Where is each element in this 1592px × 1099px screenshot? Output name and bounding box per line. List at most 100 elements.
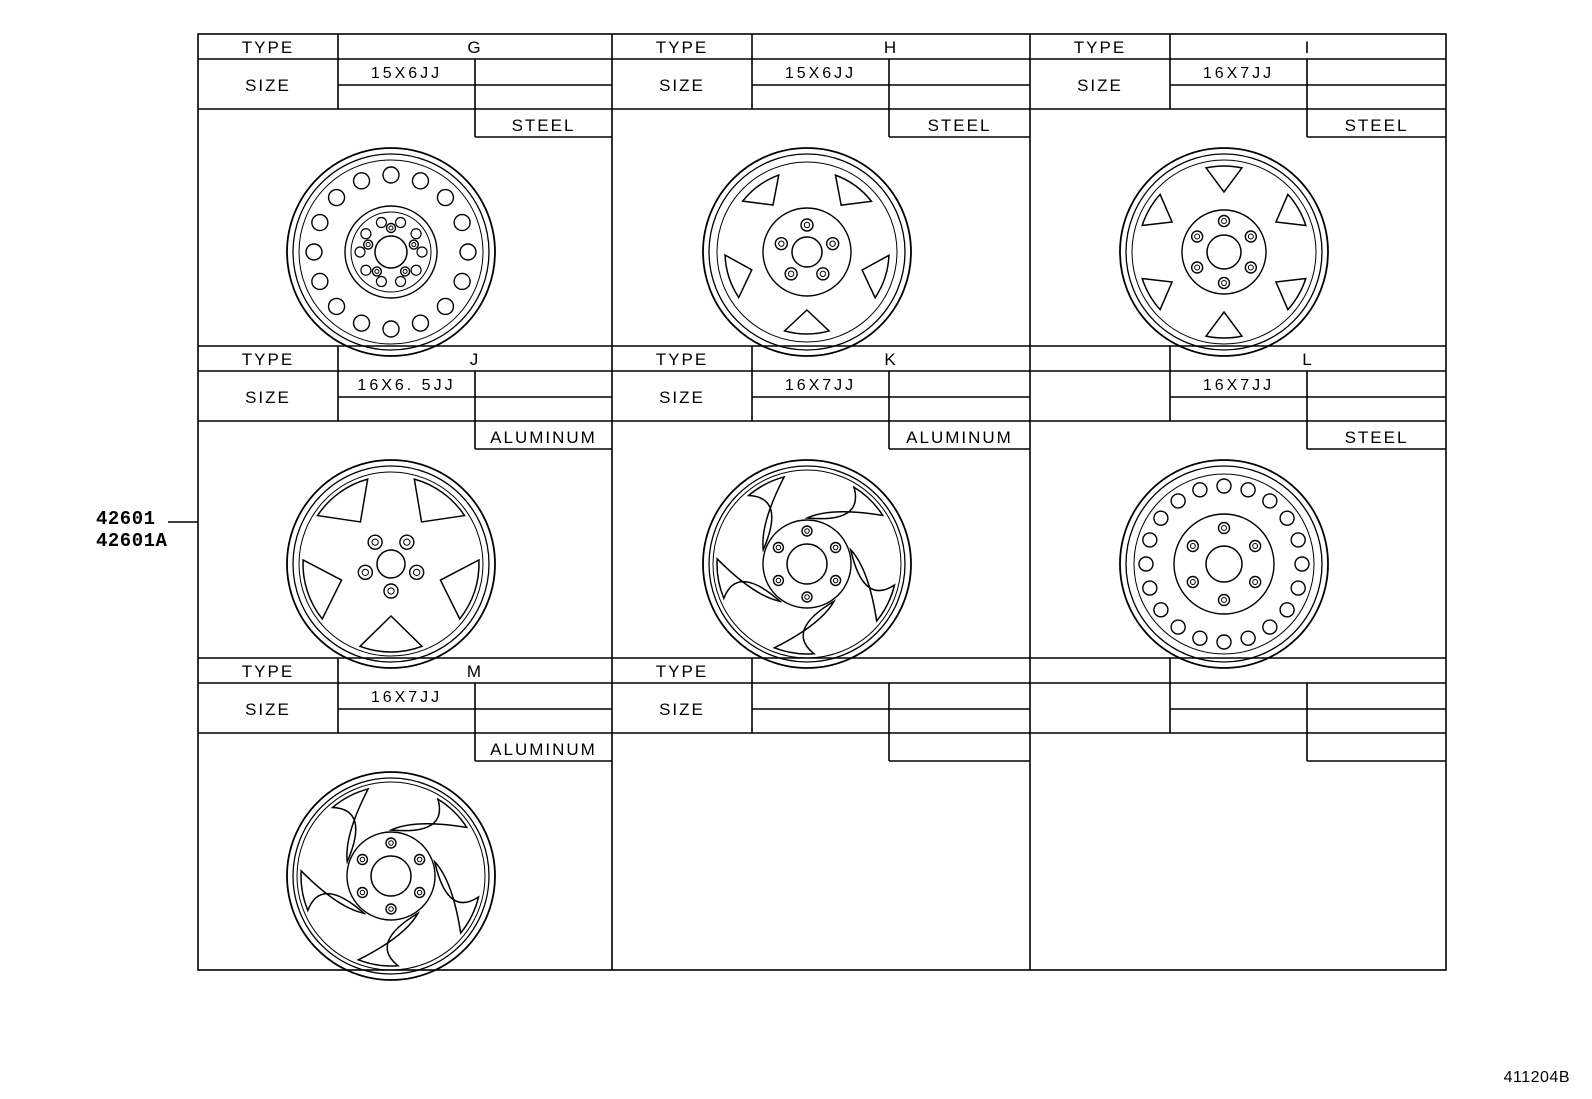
spoke-window — [741, 173, 780, 206]
lug-nut-hole — [772, 541, 785, 554]
center-bore — [370, 855, 412, 897]
type-label: TYPE — [656, 38, 708, 57]
spoke-window — [1204, 310, 1244, 339]
lug-nut-hole — [1217, 521, 1231, 535]
center-bore — [791, 236, 823, 268]
vent-hole — [1262, 619, 1278, 635]
steel-ring-holes-wheel — [1119, 459, 1329, 669]
lug-nut-hole — [1221, 218, 1227, 224]
lug-nut-hole — [359, 856, 366, 863]
material-label: ALUMINUM — [490, 428, 597, 447]
vent-hole — [1192, 482, 1208, 498]
lug-nut-hole — [387, 587, 395, 595]
vent-hole — [327, 188, 346, 207]
type-label: TYPE — [656, 350, 708, 369]
wheel-rim-inner — [716, 161, 898, 343]
spoke-window — [716, 557, 783, 603]
part-number-42601a[interactable]: 42601A — [96, 530, 168, 552]
lug-nut-hole — [388, 840, 394, 846]
size-label: SIZE — [245, 700, 291, 719]
wheel-rim-outer — [702, 459, 912, 669]
vent-hole — [1170, 493, 1186, 509]
vent-hole — [1170, 619, 1186, 635]
lug-nut-hole — [1186, 575, 1200, 589]
lug-nut-hole — [359, 889, 366, 896]
hub-ring — [1173, 513, 1275, 615]
spoke-window — [358, 614, 424, 653]
size-value: 15X6JJ — [785, 65, 856, 82]
spoke-window — [861, 254, 890, 300]
lug-nut-hole — [784, 267, 798, 281]
lug-nut-hole — [385, 222, 397, 234]
vent-hole — [453, 272, 471, 291]
center-bore — [376, 549, 406, 579]
spoke-window — [834, 173, 873, 206]
hub-slot — [360, 264, 372, 276]
lug-nut-hole — [403, 538, 411, 546]
lug-nut-hole — [800, 218, 814, 232]
spoke-window — [1274, 277, 1307, 311]
wheel-rim-inner — [296, 781, 486, 971]
vent-hole — [1240, 630, 1256, 646]
size-label: SIZE — [245, 388, 291, 407]
spoke-window — [1141, 193, 1174, 227]
hub-slot — [410, 264, 422, 276]
type-label: TYPE — [1074, 38, 1126, 57]
spoke-window — [783, 308, 831, 335]
vent-hole — [382, 166, 400, 184]
lug-nut-hole — [399, 266, 411, 277]
aluminum-swirl-wheel — [702, 459, 912, 669]
wheel-rim-inner — [1125, 153, 1323, 351]
size-label: SIZE — [659, 76, 705, 95]
vent-hole — [1142, 580, 1158, 596]
lug-nut-hole — [1221, 280, 1227, 286]
lug-nut-hole — [772, 574, 785, 587]
type-value: L — [1302, 350, 1313, 369]
size-label: SIZE — [659, 388, 705, 407]
wheel-rim-inner — [708, 153, 906, 351]
wheel-rim-outer — [1119, 147, 1329, 357]
lug-nut-hole — [383, 583, 399, 599]
aluminum-swirl-wheel — [286, 771, 496, 981]
lug-nut-hole — [374, 268, 380, 274]
spoke-window — [746, 475, 786, 553]
lug-nut-hole — [1194, 233, 1201, 240]
wheel-rim-inner — [1133, 473, 1315, 655]
lug-nut-hole — [775, 577, 782, 584]
lug-nut-hole — [825, 236, 840, 251]
wheel-rim-inner — [712, 469, 902, 659]
lug-nut-hole — [1186, 539, 1200, 553]
lug-nut-hole — [829, 240, 836, 247]
lug-nut-hole — [371, 266, 383, 277]
center-bore — [374, 235, 408, 269]
vent-hole — [411, 314, 430, 332]
vent-hole — [1294, 556, 1310, 572]
lug-nut-hole — [1217, 593, 1231, 607]
material-label: ALUMINUM — [906, 428, 1013, 447]
hub-slot — [360, 228, 372, 240]
vent-hole — [1192, 630, 1208, 646]
type-label: TYPE — [242, 38, 294, 57]
wheel-rim-inner — [298, 471, 484, 657]
vent-hole — [1279, 602, 1295, 618]
spoke-window — [302, 558, 343, 621]
lug-nut-hole — [832, 544, 839, 551]
lug-nut-hole — [1217, 276, 1231, 290]
vent-hole — [453, 213, 471, 232]
hub-slot — [354, 246, 366, 258]
part-number-42601[interactable]: 42601 — [96, 508, 156, 530]
lug-nut-hole — [356, 853, 369, 866]
lug-nut-hole — [1221, 597, 1227, 603]
hub-slot — [416, 246, 428, 258]
lug-nut-hole — [804, 594, 810, 600]
vent-hole — [311, 272, 329, 291]
center-bore — [1205, 545, 1243, 583]
vent-hole — [1262, 493, 1278, 509]
type-label: TYPE — [242, 350, 294, 369]
vent-hole — [382, 320, 400, 338]
lug-nut-hole — [1244, 261, 1258, 274]
